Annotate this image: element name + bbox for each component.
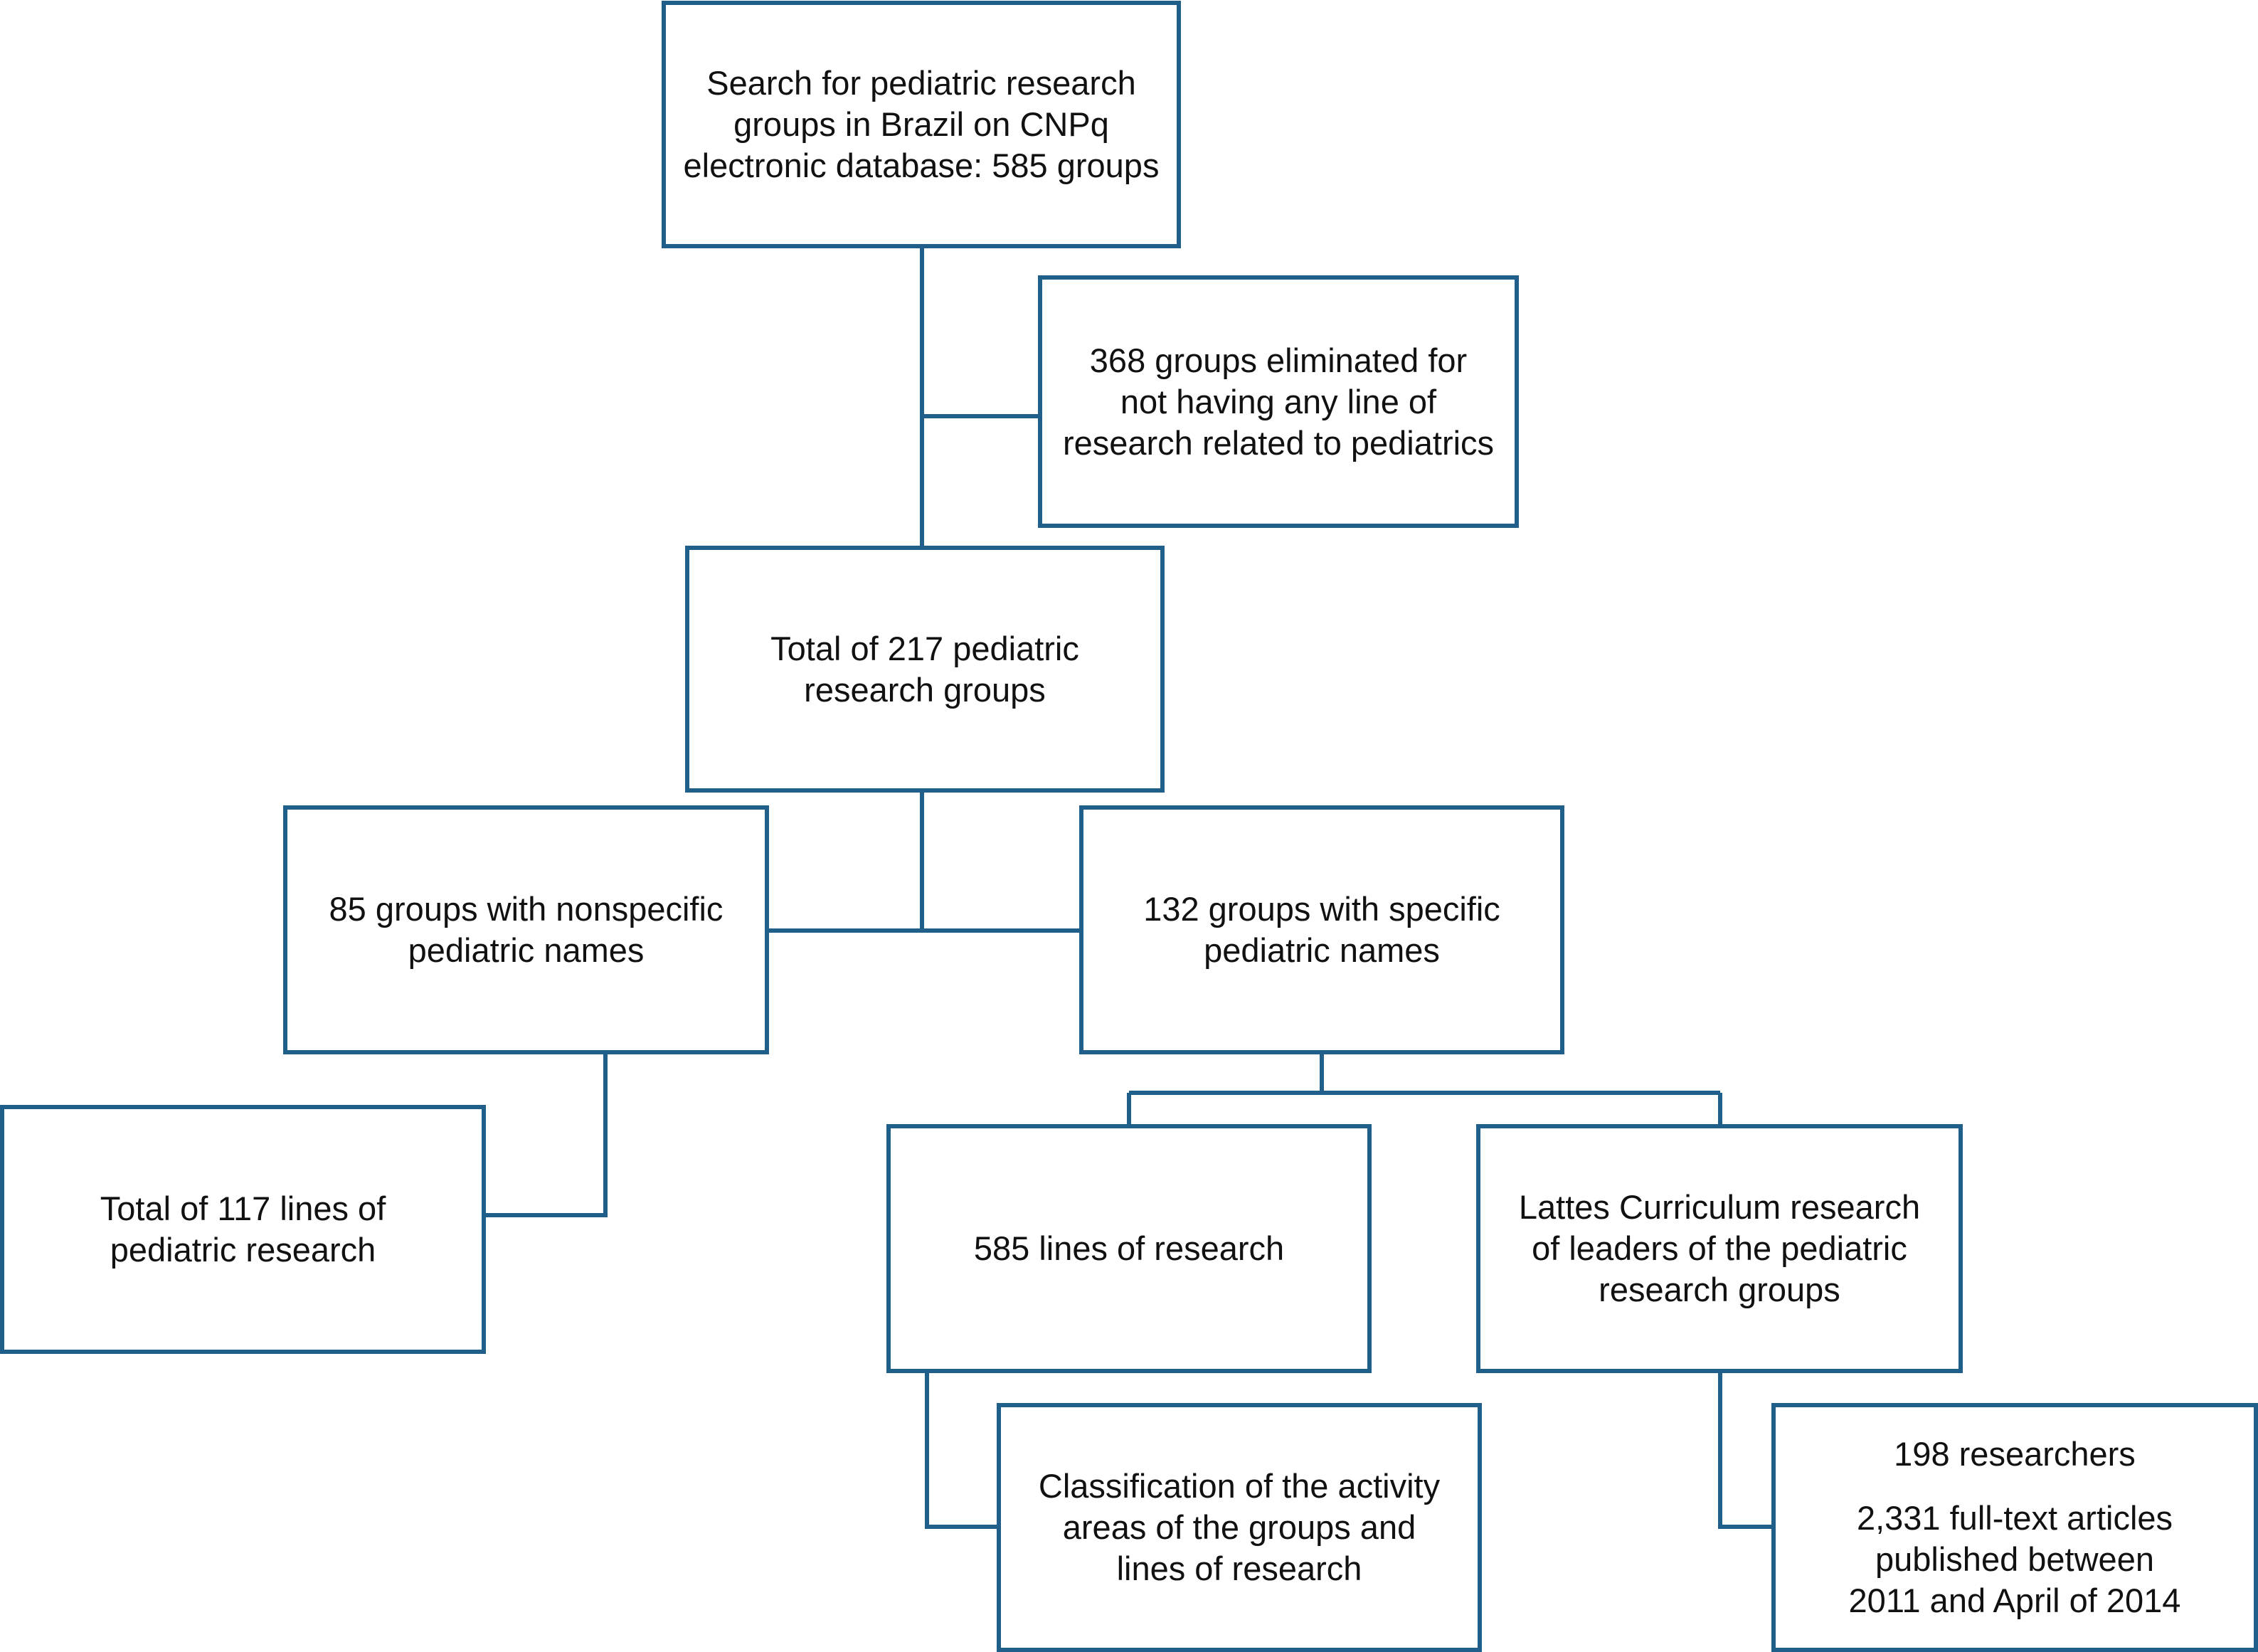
search-groups-text-1: Search for pediatric research [706,64,1136,102]
lattes-curriculum-box: Lattes Curriculum research of leaders of… [1476,1124,1963,1373]
lines-of-research-box: 585 lines of research [886,1124,1372,1373]
classification-box: Classification of the activity areas of … [997,1403,1482,1652]
classification-text-2: areas of the groups and [1062,1508,1416,1546]
connector-nonspecific-to-total-lines [484,1052,608,1217]
search-groups-box: Search for pediatric research groups in … [662,1,1181,248]
eliminated-groups-text-1: 368 groups eliminated for [1089,341,1468,379]
researchers-text-2: published between [1875,1540,2154,1578]
connector-lines-to-classification [925,1370,999,1529]
specific-groups-text-1: 132 groups with specific [1143,890,1500,928]
researchers-heading-block: 198 researchers [1894,1434,2136,1475]
total-groups-text-1: Total of 217 pediatric [770,629,1079,667]
researchers-heading: 198 researchers [1894,1435,2136,1473]
nonspecific-groups-text-1: 85 groups with nonspecific [329,890,723,928]
connector-lattes-to-researchers [1718,1370,1774,1529]
specific-groups-text-2: pediatric names [1204,931,1440,969]
researchers-box: 198 researchers 2,331 full-text articles… [1771,1403,2258,1652]
eliminated-groups-text-3: research related to pediatrics [1062,423,1495,462]
total-lines-text-1: Total of 117 lines of [100,1190,386,1227]
total-lines-text-2: pediatric research [110,1231,376,1269]
total-groups-text-2: research groups [804,670,1046,709]
lattes-curriculum-text-3: research groups [1599,1271,1840,1308]
total-groups-box: Total of 217 pediatric research groups [685,546,1165,793]
specific-groups-box: 132 groups with specific pediatric names [1079,805,1564,1054]
classification-text-1: Classification of the activity [1038,1467,1441,1505]
classification-text-3: lines of research [1116,1550,1362,1587]
total-lines-box: Total of 117 lines of pediatric research [0,1105,486,1354]
lines-of-research-text: 585 lines of research [973,1229,1285,1267]
connector-total-to-branches [767,790,1081,933]
search-groups-text-2: groups in Brazil on CNPq [733,105,1109,143]
nonspecific-groups-text-2: pediatric names [408,931,645,969]
eliminated-groups-box: 368 groups eliminated for not having any… [1038,275,1519,528]
researchers-text-3: 2011 and April of 2014 [1848,1582,2181,1619]
researchers-text-1: 2,331 full-text articles [1856,1499,2173,1537]
eliminated-groups-text-2: not having any line of [1120,382,1437,420]
nonspecific-groups-box: 85 groups with nonspecific pediatric nam… [283,805,769,1054]
researchers-articles-block: 2,331 full-text articles published betwe… [1849,1498,2181,1621]
connector-specific-to-children [1127,1052,1722,1126]
search-groups-text-3: electronic database: 585 groups [683,147,1160,184]
lattes-curriculum-text-2: of leaders of the pediatric [1532,1229,1907,1267]
lattes-curriculum-text-1: Lattes Curriculum research [1518,1188,1921,1226]
